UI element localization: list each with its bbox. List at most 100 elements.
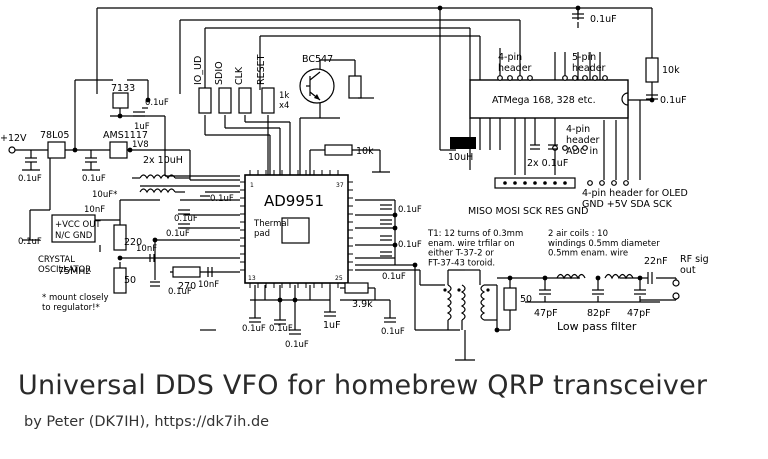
res-1k-label: 1k xyxy=(279,91,289,101)
cap-01uf-i: 0.1uF xyxy=(210,194,234,204)
cap-01uf-n: 0.1uF xyxy=(242,324,266,334)
cap-01uf-r: 0.1uF xyxy=(590,14,617,25)
supply-label: +12V xyxy=(0,133,27,144)
capacitor xyxy=(25,107,148,170)
ground-symbols xyxy=(22,97,475,361)
cap-label-f: 0.1uF xyxy=(18,237,42,247)
res-220 xyxy=(113,224,127,251)
pin-clk-label: CLK xyxy=(234,66,245,85)
cap-01uf-l: 0.1uF xyxy=(398,240,422,250)
cap-label-c: 1uF xyxy=(134,122,150,132)
pin-sdio-label: SDIO xyxy=(214,61,225,85)
capacitor-2x xyxy=(530,144,558,150)
lpf-caps xyxy=(539,272,653,295)
res-io-ud xyxy=(198,87,212,114)
cap-82pf: 82pF xyxy=(587,308,611,319)
atmega-notch xyxy=(621,92,629,106)
osc-freq: 75MHz xyxy=(58,266,90,277)
oled-pins-label: GND +5V SDA SCK xyxy=(582,199,673,210)
transistor-bc547 xyxy=(299,68,335,104)
inductor-label: 2x 10uH xyxy=(143,155,183,166)
cap-01uf-g: 0.1uF xyxy=(174,214,198,224)
cap-10nf-b: 10nF xyxy=(136,244,157,254)
reg-78l05 xyxy=(47,141,66,159)
res-10k-b-label: 10k xyxy=(662,65,680,76)
cap-01uf-o: 0.1uF xyxy=(269,324,293,334)
cap-label-b: 0.1uF xyxy=(82,174,106,184)
chip-pin37: 37 xyxy=(336,182,344,189)
spi-pins-label: MISO MOSI SCK RES GND xyxy=(468,206,588,217)
res-10k-b xyxy=(645,57,659,83)
inductor-pair xyxy=(132,174,190,194)
capacitor-group-right xyxy=(380,204,392,257)
chip-pin13: 13 xyxy=(248,275,256,282)
cap-01uf-p: 0.1uF xyxy=(285,340,309,350)
cap-01uf-q: 0.1uF xyxy=(381,327,405,337)
res-50 xyxy=(113,267,127,294)
reg-ams1117-label: AMS1117 xyxy=(103,130,148,141)
byline: by Peter (DK7IH), https://dk7ih.de xyxy=(24,414,270,430)
res-270 xyxy=(172,266,201,278)
chip-pin25: 25 xyxy=(335,275,343,282)
res-3k9-label: 3.9k xyxy=(352,299,373,310)
lpf-label: Low pass filter xyxy=(557,320,637,333)
pin-reset-label: RESET xyxy=(256,54,267,85)
reg-7133 xyxy=(112,92,129,109)
osc-pins-bot: N/C GND xyxy=(55,231,93,241)
page-title: Universal DDS VFO for homebrew QRP trans… xyxy=(18,370,708,401)
cap-01uf-j: 0.1uF xyxy=(168,287,192,297)
choke-label: 10uH xyxy=(448,152,473,163)
reg-ams1117 xyxy=(109,141,128,159)
cap-01uf-h: 0.1uF xyxy=(166,229,190,239)
res-3k9 xyxy=(344,282,369,294)
transistor-label: BC547 xyxy=(302,54,333,65)
osc-pins-top: +VCC OUT xyxy=(55,220,101,230)
cap-1uf-b: 1uF xyxy=(323,320,341,331)
crystal-oscillator xyxy=(51,214,96,243)
res-270-label: 270 xyxy=(178,281,196,292)
choke-10uh xyxy=(450,137,476,149)
cap-01uf-m: 0.1uF xyxy=(382,272,406,282)
cap-label-a: 0.1uF xyxy=(18,174,42,184)
capacitor-right-top xyxy=(572,13,658,100)
cap-10nf-a: 10nF xyxy=(84,205,105,215)
ad9951-label: AD9951 xyxy=(264,192,324,210)
cap-label-e: 10uF* xyxy=(92,190,117,200)
ad9951-chip xyxy=(240,170,353,288)
header-pins xyxy=(497,75,629,186)
atmega-label: ATMega 168, 328 etc. xyxy=(492,95,596,106)
capacitor-group-bottom xyxy=(249,311,396,335)
transformer-t1 xyxy=(443,269,497,330)
rf-out-terminal-b xyxy=(672,292,680,300)
res-10k-a xyxy=(324,144,353,156)
oled-header-label: 4-pin header for OLED xyxy=(582,188,688,199)
capacitor-group-left xyxy=(149,195,213,287)
reg-ams1117-voltage: 1V8 xyxy=(132,140,149,150)
chip-pin1: 1 xyxy=(250,182,254,189)
cap-47pf-a: 47pF xyxy=(534,308,558,319)
atmega-mcu xyxy=(469,79,629,119)
cap-label-d: 0.1uF xyxy=(145,98,169,108)
res-reset xyxy=(261,87,275,114)
spi-header-pins xyxy=(503,181,567,185)
cap-01uf-s: 0.1uF xyxy=(660,95,687,106)
rf-out-terminal-a xyxy=(672,279,680,287)
pin-io-ud-label: IO_UD xyxy=(193,56,204,85)
junction-dots xyxy=(9,5,655,333)
cap-2x-label: 2x 0.1uF xyxy=(527,158,568,169)
res-10k-a-label: 10k xyxy=(356,146,374,157)
supply-terminal xyxy=(8,146,16,154)
cap-47pf-b: 47pF xyxy=(627,308,651,319)
res-50-label: 50 xyxy=(124,275,136,286)
cap-22nf: 22nF xyxy=(644,256,668,267)
reg-7133-label: 7133 xyxy=(111,83,135,94)
